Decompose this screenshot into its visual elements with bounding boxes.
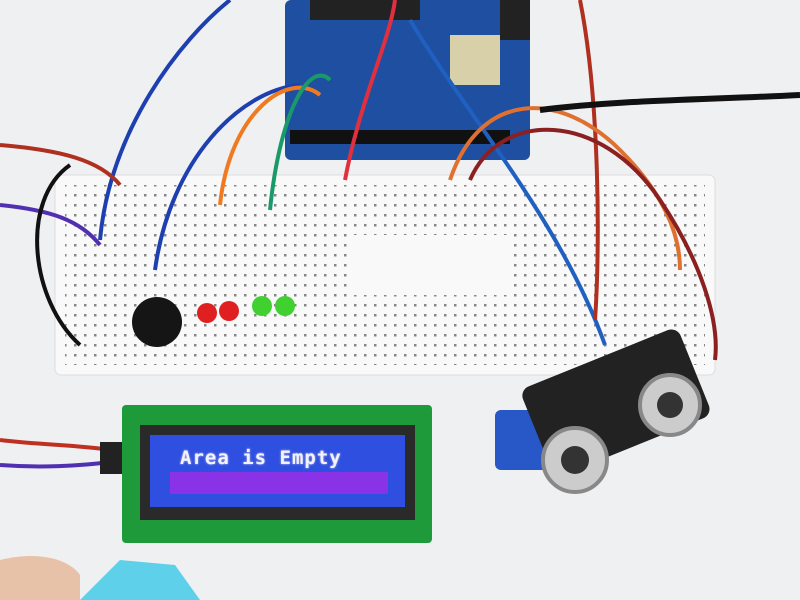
lcd-line-1: Area is Empty [180, 447, 342, 469]
leds [197, 296, 295, 323]
arduino-board [285, 0, 530, 160]
lcd-module [100, 405, 432, 543]
hand [0, 555, 80, 600]
buzzer [132, 297, 182, 347]
ultrasonic-sensor [495, 329, 710, 494]
cloth [80, 560, 200, 600]
jumper-wires [0, 0, 800, 469]
